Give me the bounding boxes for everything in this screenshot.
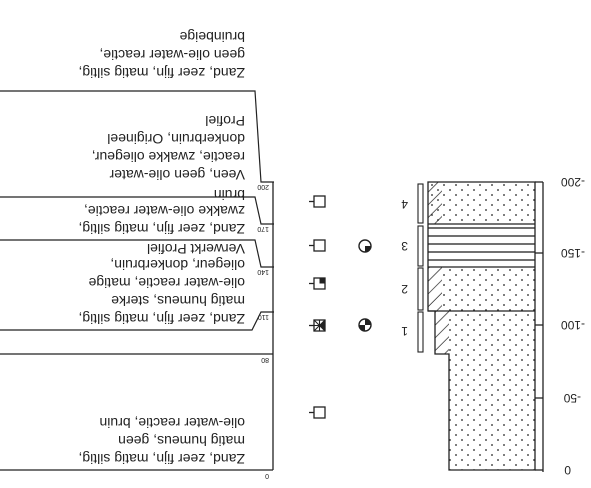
unit-number: 4 bbox=[401, 197, 408, 211]
depth-marker-label: 110 bbox=[258, 313, 269, 320]
unit-number: 2 bbox=[401, 282, 408, 296]
depth-tick-label: -200 bbox=[561, 175, 585, 189]
depth-marker-label: 0 bbox=[265, 472, 269, 479]
layer-sand-0-80 bbox=[449, 354, 535, 470]
sample-bracket bbox=[418, 184, 423, 223]
oil-odour-strong-icon bbox=[359, 319, 371, 331]
soil-column bbox=[428, 182, 535, 470]
description-block: Zand, zeer fijn, matig siltig, geen olie… bbox=[78, 29, 245, 81]
description-line: matig humeus, geen bbox=[118, 433, 245, 449]
description-line: Verwerkt Profiel bbox=[147, 241, 245, 257]
description-line: oliegeur, donkerbruin, bbox=[110, 257, 245, 273]
description-line: olie-water reactie, matige bbox=[88, 275, 245, 291]
sample-bracket bbox=[418, 268, 423, 310]
oil-water-reaction-strong-icon bbox=[309, 320, 325, 331]
oil-water-reaction-none-icon bbox=[309, 407, 325, 418]
description-line: bruinbeige bbox=[179, 29, 245, 45]
layer-sand-80-110 bbox=[449, 311, 535, 354]
description-line: geen olie-water reactie, bbox=[99, 47, 245, 63]
depth-tick-label: -100 bbox=[561, 318, 585, 332]
depth-axis-ticks bbox=[535, 182, 543, 470]
unit-number: 3 bbox=[401, 239, 408, 253]
oil-water-reaction-none-icon bbox=[309, 240, 325, 251]
description-line: Zand, zeer fijn, matig siltig, bbox=[78, 221, 245, 237]
description-line: matig humeus, sterke bbox=[111, 293, 245, 309]
depth-marker-label: 80 bbox=[261, 356, 269, 363]
depth-marker-label: 170 bbox=[257, 225, 269, 232]
sample-brackets: 1 2 3 4 bbox=[401, 184, 423, 352]
depth-tick-label: -50 bbox=[563, 391, 581, 405]
layer-peat-140-170 bbox=[428, 224, 535, 267]
depth-tick-label: -150 bbox=[561, 246, 585, 260]
depth-marker-label: 200 bbox=[257, 183, 269, 190]
layer-sand-110-140 bbox=[442, 267, 535, 311]
description-block: Veen, geen olie-water reactie, zwakke ol… bbox=[92, 113, 245, 183]
description-line: reactie, zwakke oliegeur, bbox=[92, 149, 245, 165]
oil-odour-weak-icon bbox=[359, 240, 371, 252]
depth-axis: 0 -50 -100 -150 -200 bbox=[535, 175, 585, 477]
layer-humus-hatch-170-200 bbox=[428, 182, 442, 224]
description-block: Zand, zeer fijn, matig siltig, matig hum… bbox=[78, 241, 245, 327]
oil-water-reaction-weak-icon bbox=[309, 278, 325, 289]
description-line: donkerbruin, Origineel bbox=[107, 131, 245, 147]
oil-water-reaction-none-icon bbox=[309, 196, 325, 207]
sample-bracket bbox=[418, 226, 423, 266]
sample-bracket bbox=[418, 312, 423, 352]
description-block: Zand, zeer fijn, matig siltig, matig hum… bbox=[78, 415, 245, 467]
description-line: zwakke olie-water reactie, bbox=[84, 203, 245, 219]
description-line: Zand, zeer fijn, matig siltig, bbox=[78, 311, 245, 327]
depth-marker-label: 140 bbox=[257, 268, 269, 275]
layer-sand-170-200 bbox=[428, 182, 535, 224]
description-block: Zand, zeer fijn, matig siltig, zwakke ol… bbox=[78, 187, 245, 237]
description-line: Profiel bbox=[205, 113, 245, 129]
unit-number: 1 bbox=[401, 324, 408, 338]
oil-indicator-symbols bbox=[359, 240, 371, 331]
layer-humus-hatch-80-110 bbox=[435, 311, 449, 354]
depth-tick-label: 0 bbox=[564, 463, 571, 477]
description-column: 0 80 110 140 170 200 Zand, zeer fijn, ma… bbox=[0, 29, 273, 479]
description-line: Zand, zeer fijn, matig siltig, bbox=[78, 451, 245, 467]
description-line: Zand, zeer fijn, matig siltig, bbox=[78, 65, 245, 81]
description-line: bruin bbox=[214, 187, 245, 203]
oil-water-reaction-symbols bbox=[309, 196, 325, 418]
description-line: Veen, geen olie-water bbox=[109, 167, 245, 183]
description-line: olie-water reactie, bruin bbox=[99, 415, 245, 431]
layer-humus-hatch-110-140 bbox=[428, 267, 442, 311]
